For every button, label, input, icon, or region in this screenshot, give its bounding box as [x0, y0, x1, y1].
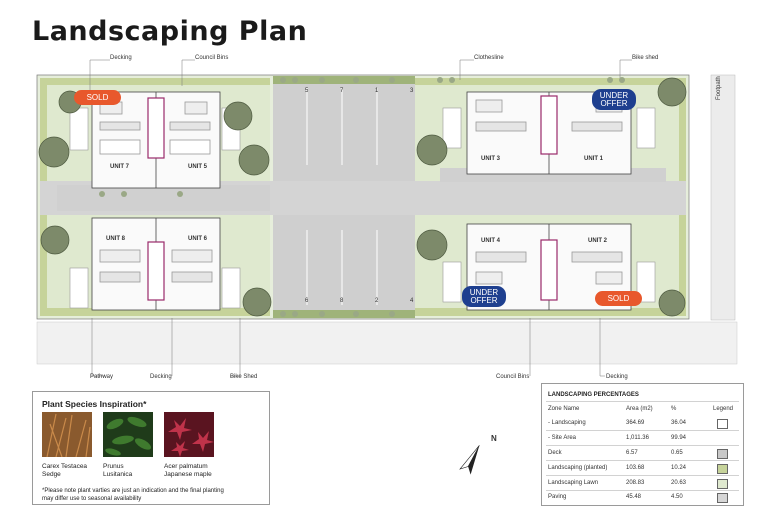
- table-cell: Deck: [548, 450, 562, 456]
- unit-label: UNIT 8: [106, 236, 126, 242]
- table-cell: 10.24: [671, 465, 687, 471]
- planted-border-bottom-left: [40, 308, 270, 316]
- legend-swatch: [717, 419, 728, 429]
- divider: [546, 460, 739, 461]
- table-cell: Landscaping (planted): [548, 465, 608, 471]
- plant-caption: Prunus Lusitanica: [103, 463, 133, 478]
- compass-arrow: [459, 445, 480, 475]
- planted-border-top-right: [415, 78, 686, 85]
- column-header: %: [671, 406, 677, 412]
- prunus-lusitanica-image: [103, 412, 153, 457]
- parking-number: 6: [305, 298, 309, 304]
- divider: [546, 401, 739, 402]
- compass-label: N: [491, 434, 497, 443]
- status-badge: SOLD: [74, 90, 121, 105]
- legend-swatch: [717, 479, 728, 489]
- callout-bike-shed: Bike Shed: [230, 374, 258, 380]
- trees: [38, 77, 687, 317]
- callout-decking: Decking: [150, 374, 172, 380]
- callout-council-bins: Council Bins: [496, 374, 530, 380]
- acer-palmatum-image: [164, 412, 214, 457]
- road: [36, 321, 738, 365]
- table-cell: 20.63: [671, 480, 687, 486]
- table-cell: 6.57: [626, 450, 638, 456]
- unit-label: UNIT 1: [584, 156, 604, 162]
- plant-caption: Carex Testacea Sedge: [42, 463, 88, 478]
- plant-panel-heading: Plant Species Inspiration*: [42, 399, 147, 409]
- legend-swatch: [717, 493, 728, 503]
- pathway-left: [57, 185, 270, 211]
- callout-clothesline: Clothesline: [474, 55, 504, 61]
- hedges: [99, 77, 625, 317]
- callout-footpath: Footpath: [716, 76, 722, 100]
- planted-border-top-left: [40, 78, 270, 85]
- column-header: Legend: [713, 406, 734, 412]
- callout-bike-shed: Bike shed: [632, 55, 659, 61]
- divider: [546, 490, 739, 491]
- table-cell: 36.04: [671, 420, 687, 426]
- parking-lines: [306, 88, 378, 305]
- table-cell: 4.50: [671, 494, 683, 500]
- driveway-bottom-strip: [273, 310, 415, 318]
- callout-decking: Decking: [606, 374, 628, 380]
- driveway-top-strip: [273, 76, 415, 84]
- table-cell: 208.83: [626, 480, 645, 486]
- table-cell: 99.94: [671, 435, 687, 441]
- table-cell: 1,011.36: [626, 435, 649, 441]
- building-bottom-left: [91, 217, 221, 311]
- page-title: Landscaping Plan: [32, 16, 308, 47]
- unit-label: UNIT 5: [188, 164, 208, 170]
- legend-swatch: [717, 464, 728, 474]
- plant-species-panel: Plant Species Inspiration* Carex Testace…: [32, 391, 270, 505]
- divider: [546, 475, 739, 476]
- planting-note: *Please note plant varties are just an i…: [42, 488, 224, 502]
- unit-label: UNIT 3: [481, 156, 501, 162]
- unit-label: UNIT 4: [481, 238, 501, 244]
- status-badge: UNDER OFFER: [592, 89, 636, 110]
- table-cell: Paving: [548, 494, 567, 500]
- table-cell: - Landscaping: [548, 420, 586, 426]
- unit-label: UNIT 7: [110, 164, 130, 170]
- parking-number: 2: [375, 298, 379, 304]
- parking-number: 5: [305, 88, 309, 94]
- parking-number: 7: [340, 88, 344, 94]
- plant-caption: Acer palmatum Japanese maple: [164, 463, 212, 478]
- table-cell: 103.68: [626, 465, 645, 471]
- status-badge: SOLD: [595, 291, 642, 306]
- table-cell: - Site Area: [548, 435, 577, 441]
- landscaping-percentages-table: LANDSCAPING PERCENTAGES Zone Name Area (…: [541, 383, 744, 506]
- footpath: [710, 74, 736, 321]
- parking-number: 3: [410, 88, 414, 94]
- building-top-left: [91, 91, 221, 189]
- column-header: Zone Name: [548, 406, 580, 412]
- unit-label: UNIT 6: [188, 236, 208, 242]
- table-heading: LANDSCAPING PERCENTAGES: [548, 392, 639, 398]
- planted-border-bottom-right: [415, 308, 686, 316]
- callout-pathway: Pathway: [90, 374, 114, 380]
- callout-council-bins: Council Bins: [195, 55, 229, 61]
- table-cell: 45.48: [626, 494, 642, 500]
- table-cell: 364.69: [626, 420, 645, 426]
- parking-number: 8: [340, 298, 344, 304]
- divider: [546, 445, 739, 446]
- table-cell: Landscaping Lawn: [548, 480, 599, 486]
- callout-decking: Decking: [110, 55, 132, 61]
- unit-label: UNIT 2: [588, 238, 608, 244]
- legend-swatch: [717, 449, 728, 459]
- divider: [546, 430, 739, 431]
- callout-leaders: [89, 59, 632, 377]
- status-badge: UNDER OFFER: [462, 286, 506, 307]
- column-header: Area (m2): [626, 406, 653, 412]
- table-cell: 0.65: [671, 450, 683, 456]
- parking-number: 4: [410, 298, 414, 304]
- carex-testacea-image: [42, 412, 92, 457]
- parking-number: 1: [375, 88, 379, 94]
